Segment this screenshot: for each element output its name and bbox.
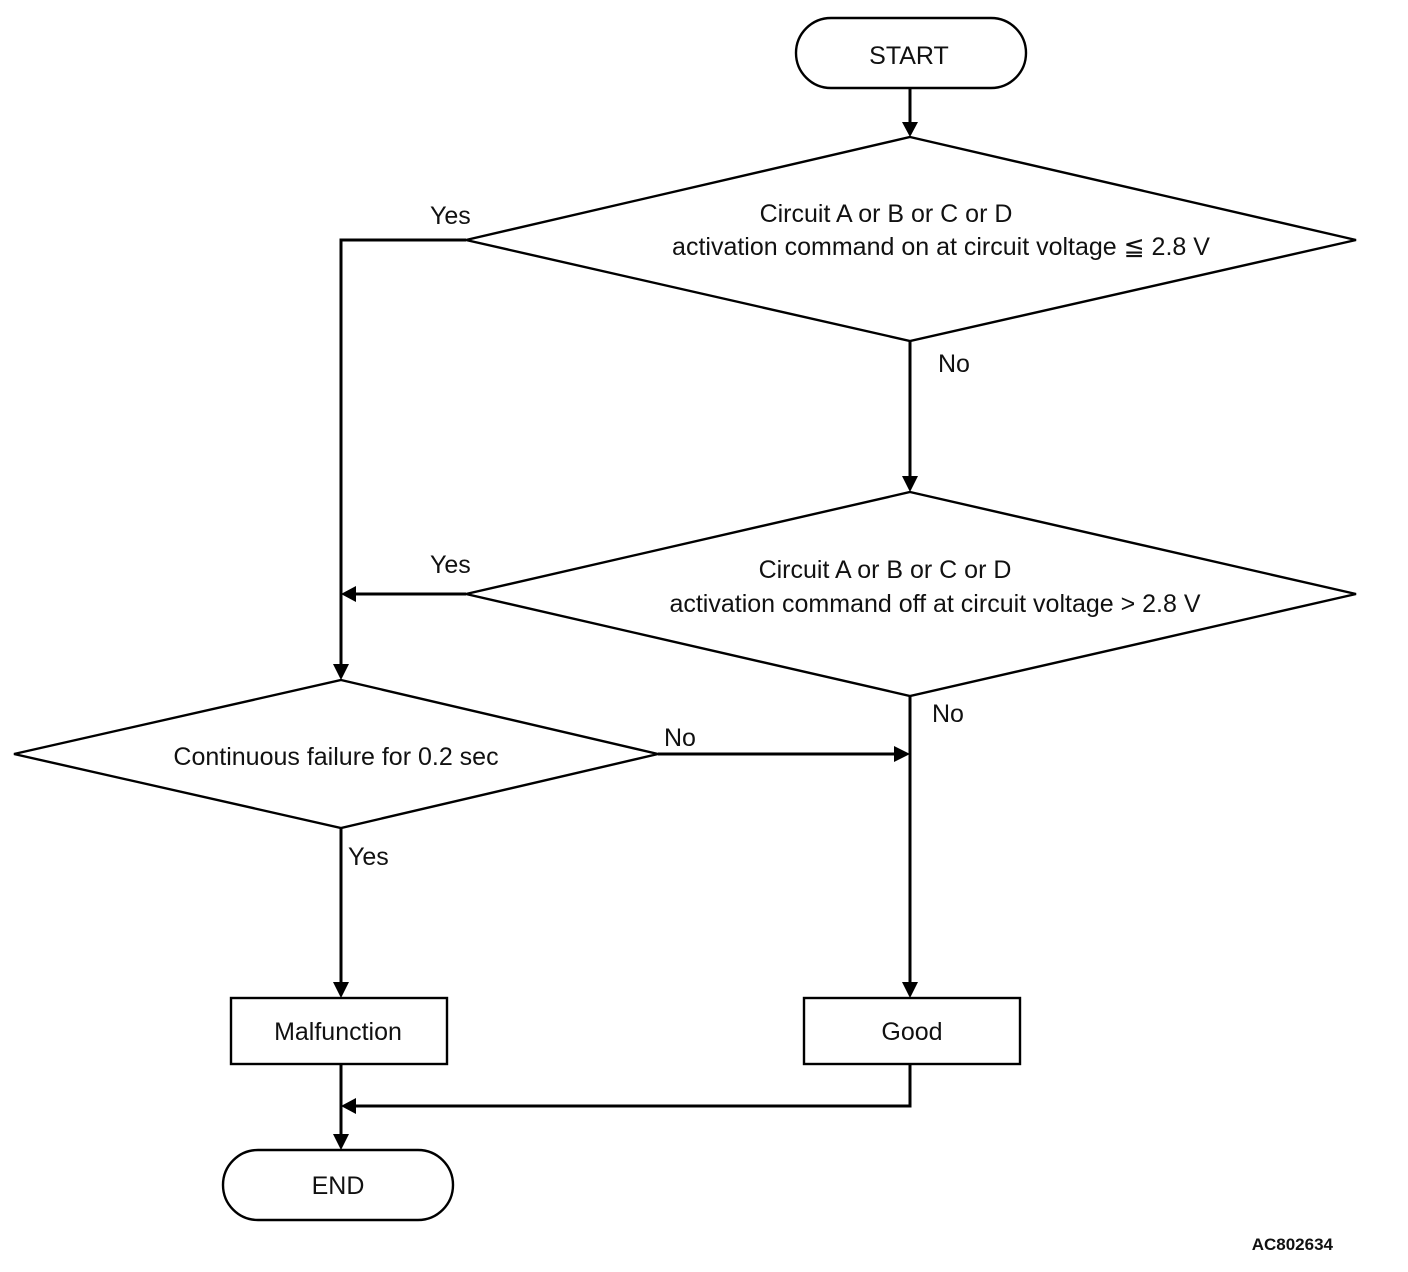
- decision1-yes-label: Yes: [430, 202, 471, 230]
- start-label: START: [869, 42, 949, 70]
- good-label: Good: [881, 1018, 942, 1046]
- good-box: [802, 996, 1022, 1066]
- decision3-yes-label: Yes: [348, 843, 389, 871]
- arrowhead-good: [902, 982, 918, 998]
- arrowhead-malfunction: [333, 982, 349, 998]
- decision1-text-line1: Circuit A or B or C or D: [760, 200, 1013, 228]
- decision2-text-line2: activation command off at circuit voltag…: [669, 590, 1200, 618]
- malfunction-box: [229, 996, 449, 1066]
- arrowhead-decision2: [902, 476, 918, 492]
- decision2-no-label: No: [932, 700, 964, 728]
- connector-good-to-end: [356, 1064, 912, 1108]
- arrowhead-end: [333, 1134, 349, 1150]
- decision2-text-line1: Circuit A or B or C or D: [759, 556, 1012, 584]
- figure-code: AC802634: [1252, 1235, 1334, 1254]
- decision3-no-label: No: [664, 724, 696, 752]
- decision1-text-line2: activation command on at circuit voltage…: [672, 233, 1210, 261]
- arrowhead-decision1: [902, 122, 918, 137]
- connector-decision1-yes: [339, 238, 466, 664]
- arrowhead-merge: [341, 1098, 356, 1114]
- decision3-text: Continuous failure for 0.2 sec: [173, 743, 498, 771]
- decision1-no-label: No: [938, 350, 970, 378]
- arrowhead-decision2-yes: [341, 586, 356, 602]
- end-terminator: [221, 1148, 455, 1222]
- decision2-yes-label: Yes: [430, 551, 471, 579]
- end-label: END: [312, 1172, 365, 1200]
- arrowhead-decision3-no: [894, 746, 910, 762]
- arrowhead-decision3: [333, 664, 349, 680]
- malfunction-label: Malfunction: [274, 1018, 402, 1046]
